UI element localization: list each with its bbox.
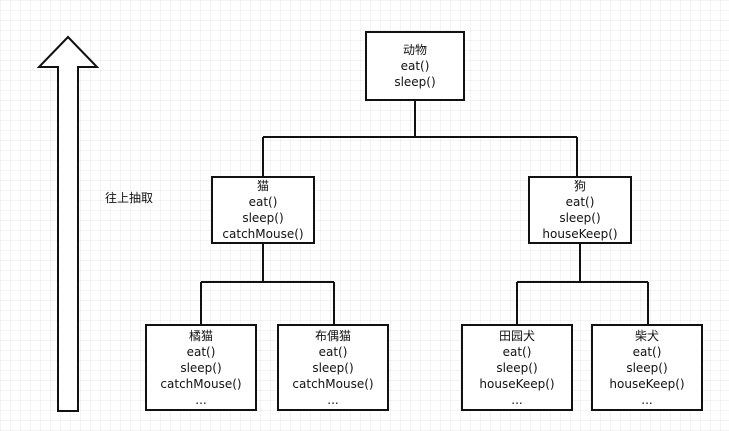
node-method: houseKeep() [479, 376, 555, 391]
connector-cat-children [200, 244, 335, 324]
node-method: catchMouse() [222, 227, 304, 241]
up-arrow-icon [36, 35, 100, 412]
node-method: sleep() [312, 360, 354, 375]
node-ellipsis: ... [195, 392, 207, 407]
node-title: 狗 [573, 179, 586, 193]
node-ellipsis: ... [641, 392, 653, 407]
node-animal: 动物 eat() sleep() [365, 31, 465, 101]
node-method: eat() [400, 59, 430, 73]
arrow-label: 往上抽取 [105, 191, 154, 205]
node-method: eat() [186, 344, 216, 359]
node-title: 田园犬 [498, 328, 535, 343]
node-method: eat() [502, 344, 532, 359]
node-title: 柴犬 [634, 328, 659, 343]
node-orange-cat: 橘猫 eat() sleep() catchMouse() ... [145, 324, 257, 411]
node-title: 橘猫 [188, 328, 213, 343]
node-method: eat() [318, 344, 348, 359]
connector-root-children [262, 101, 578, 176]
node-method: sleep() [180, 360, 222, 375]
node-method: catchMouse() [160, 376, 242, 391]
node-ellipsis: ... [327, 392, 339, 407]
connector-dog-children [516, 244, 649, 324]
node-rural-dog: 田园犬 eat() sleep() houseKeep() ... [461, 324, 573, 411]
node-method: sleep() [394, 75, 436, 89]
node-method: houseKeep() [542, 227, 618, 241]
node-ellipsis: ... [511, 392, 523, 407]
node-method: sleep() [242, 211, 284, 225]
node-shiba-dog: 柴犬 eat() sleep() houseKeep() ... [591, 324, 703, 411]
node-method: sleep() [496, 360, 538, 375]
node-method: sleep() [626, 360, 668, 375]
node-title: 布偶猫 [314, 328, 351, 343]
node-method: eat() [632, 344, 662, 359]
node-method: sleep() [559, 211, 601, 225]
node-cat: 猫 eat() sleep() catchMouse() [211, 176, 315, 244]
node-title: 猫 [256, 179, 269, 193]
node-method: eat() [565, 195, 595, 209]
node-ragdoll-cat: 布偶猫 eat() sleep() catchMouse() ... [277, 324, 389, 411]
node-method: houseKeep() [609, 376, 685, 391]
node-method: catchMouse() [292, 376, 374, 391]
node-method: eat() [248, 195, 278, 209]
node-dog: 狗 eat() sleep() houseKeep() [528, 176, 632, 244]
node-title: 动物 [402, 43, 427, 57]
